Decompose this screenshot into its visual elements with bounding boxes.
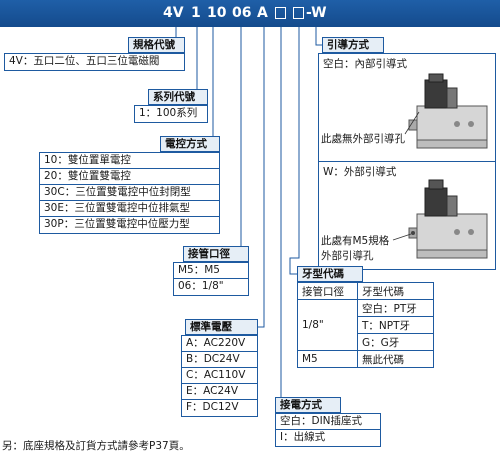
thread-option: T：NPT牙 [357, 316, 434, 334]
thread-option: 空白：PT牙 [357, 299, 434, 317]
connector-port [240, 27, 249, 255]
control-mode-option: 30P：三位置雙電控中位壓力型 [44, 218, 190, 230]
thread-header-port: 接管口徑 [297, 282, 358, 300]
code-series-prefix: 4V [163, 5, 184, 21]
pilot-external-note-1: 此處有M5規格 [321, 235, 390, 247]
thread-option: G：G牙 [357, 333, 434, 351]
thread-type-table: 接管口徑 牙型代碼 1/8" 空白：PT牙 T：NPT牙 G：G牙 M5 無此代… [297, 282, 434, 368]
code-connection-placeholder [275, 7, 286, 19]
footer-note: 另：底座規格及訂貨方式請參考P37頁。 [2, 440, 190, 452]
control-mode-options: 10：雙位置單電控 20：雙位置雙電控 30C：三位置雙電控中位封閉型 30E：… [39, 152, 220, 234]
pilot-internal-pointer [404, 111, 420, 135]
pilot-mode-panel: 空白：內部引導式 此處無外部引導孔 W：外部引導式 [318, 53, 496, 270]
voltage-options: A：AC220V B：DC24V C：AC110V E：AC24V F：DC12… [181, 335, 258, 417]
connector-voltage [258, 27, 265, 328]
pilot-internal-title: 空白：內部引導式 [323, 58, 407, 70]
control-mode-option: 10：雙位置單電控 [40, 153, 219, 169]
series-code-option: 1：100系列 [139, 107, 198, 119]
connection-mode-options: 空白：DIN插座式 I：出線式 [275, 413, 381, 447]
connector-control [212, 27, 220, 145]
connector-pilot [315, 27, 322, 46]
code-voltage: A [257, 5, 268, 21]
voltage-option: F：DC12V [186, 401, 239, 413]
valve-image-internal [408, 73, 488, 149]
code-port: 06 [232, 5, 252, 21]
series-code-label: 系列代號 [148, 89, 208, 105]
connection-mode-label: 接電方式 [275, 397, 341, 413]
connection-mode-option: I：出線式 [280, 431, 326, 443]
control-mode-option: 20：雙位置雙電控 [40, 169, 219, 185]
control-mode-label: 電控方式 [160, 136, 220, 152]
series-code-options: 1：100系列 [134, 105, 208, 123]
connector-connection [275, 27, 282, 406]
port-size-label: 接管口徑 [183, 246, 249, 262]
pilot-mode-label: 引導方式 [322, 37, 384, 53]
spec-code-options: 4V：五口二位、五口三位電磁閥 [4, 53, 185, 71]
voltage-option: E：AC24V [182, 384, 257, 400]
code-pilot: -W [306, 5, 327, 21]
connection-mode-option: 空白：DIN插座式 [276, 414, 380, 430]
thread-size-m5: M5 [297, 350, 358, 368]
control-mode-option: 30E：三位置雙電控中位排氣型 [40, 201, 219, 217]
pilot-internal-note: 此處無外部引導孔 [321, 133, 405, 145]
port-size-option: M5：M5 [174, 263, 248, 279]
spec-code-label: 規格代號 [128, 37, 185, 53]
connector-thread [289, 27, 300, 275]
code-control: 10 [207, 5, 227, 21]
valve-image-external [408, 179, 488, 259]
voltage-option: C：AC110V [182, 368, 257, 384]
model-code-banner: 4V 1 10 06 A -W [0, 0, 500, 27]
spec-code-option: 4V：五口二位、五口三位電磁閥 [9, 55, 160, 67]
voltage-option: A：AC220V [182, 336, 257, 352]
connector-series [196, 27, 208, 98]
voltage-label: 標準電壓 [185, 319, 258, 335]
thread-size-18: 1/8" [297, 299, 358, 351]
pilot-external-section: W：外部引導式 此處有M5規格 外部引導孔 [319, 162, 495, 269]
port-size-options: M5：M5 06：1/8" [173, 262, 249, 296]
voltage-option: B：DC24V [182, 352, 257, 368]
pilot-internal-section: 空白：內部引導式 此處無外部引導孔 [319, 54, 495, 162]
code-thread-placeholder [293, 7, 304, 19]
code-series: 1 [191, 5, 201, 21]
thread-option-m5: 無此代碼 [357, 350, 434, 368]
pilot-external-note-2: 外部引導孔 [321, 250, 374, 262]
thread-header-code: 牙型代碼 [357, 282, 434, 300]
pilot-external-title: W：外部引導式 [323, 166, 397, 178]
thread-type-label: 牙型代碼 [297, 266, 363, 282]
pilot-external-pointer [392, 233, 412, 241]
control-mode-option: 30C：三位置雙電控中位封閉型 [40, 185, 219, 201]
port-size-option: 06：1/8" [178, 280, 224, 292]
